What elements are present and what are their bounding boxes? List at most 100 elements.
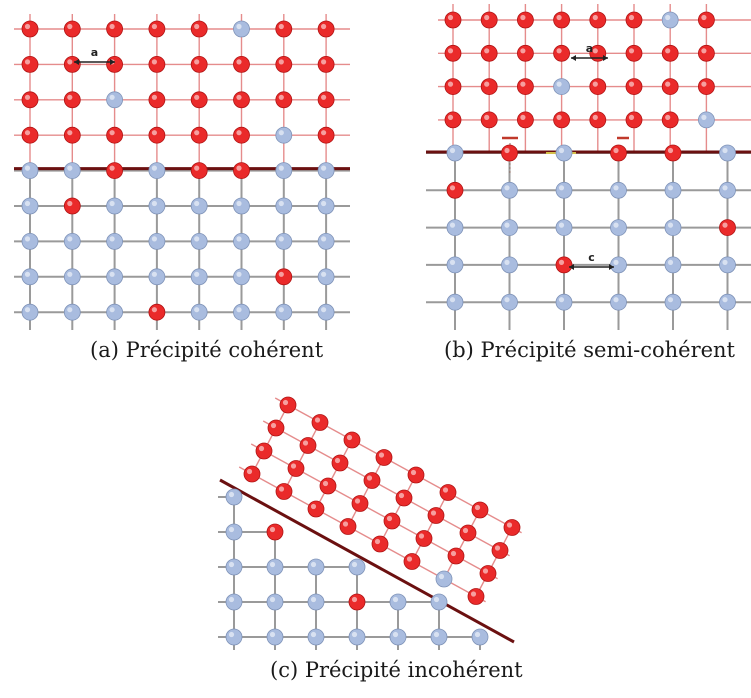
- matrix-atom: [501, 293, 518, 311]
- precipitate-atom: [553, 11, 571, 29]
- matrix-atom: [317, 268, 335, 286]
- matrix-atom: [233, 303, 250, 321]
- matrix-atom: [430, 593, 448, 611]
- precipitate-atom: [517, 11, 534, 29]
- precipitate-atom: [267, 419, 285, 437]
- matrix-atom: [233, 232, 250, 250]
- precipitate-atom: [625, 11, 643, 29]
- precipitate-atom: [719, 219, 736, 237]
- precipitate-atom: [331, 454, 349, 472]
- precipitate-atom: [555, 256, 573, 274]
- panel-incoherent: [218, 392, 560, 650]
- precipitate-atom: [625, 78, 643, 95]
- precipitate-atom: [351, 495, 369, 512]
- matrix-atom: [719, 181, 736, 199]
- precipitate-atom: [625, 111, 643, 129]
- matrix-atom: [21, 232, 39, 250]
- interface-line: [219, 478, 515, 644]
- precipitate-atom: [363, 472, 381, 489]
- matrix-atom: [555, 293, 573, 311]
- semi-coherent-lattice-diagram: ac: [426, 4, 751, 330]
- caption-incoherent: (c) Précipité incohérent: [270, 658, 523, 682]
- precipitate-atom: [697, 78, 715, 95]
- precipitate-atom: [501, 144, 518, 162]
- spacing-label: a: [91, 46, 98, 59]
- matrix-atom: [610, 293, 627, 311]
- precipitate-atom: [459, 524, 477, 542]
- precipitate-atom: [517, 111, 534, 129]
- precipitate-atom: [553, 44, 571, 62]
- spacing-label: c: [588, 251, 595, 264]
- matrix-atom: [555, 181, 573, 199]
- matrix-atom: [555, 144, 573, 162]
- matrix-atom: [148, 197, 166, 215]
- precipitate-atom: [21, 126, 39, 144]
- matrix-atom: [307, 628, 325, 646]
- matrix-atom: [307, 593, 325, 611]
- matrix-atom: [661, 11, 679, 29]
- matrix-atom: [389, 628, 407, 646]
- precipitate-atom: [106, 20, 123, 38]
- precipitate-atom: [255, 442, 273, 460]
- matrix-atom: [446, 256, 464, 274]
- precipitate-atom: [63, 56, 81, 73]
- arrowhead: [74, 59, 79, 65]
- matrix-atom: [63, 268, 81, 286]
- matrix-atom: [501, 181, 518, 199]
- precipitate-atom: [190, 162, 208, 180]
- precipitate-atom: [233, 126, 250, 144]
- matrix-atom: [225, 593, 243, 611]
- matrix-atom: [266, 558, 284, 576]
- matrix-atom: [21, 268, 39, 286]
- precipitate-atom: [480, 11, 498, 29]
- precipitate-atom: [446, 181, 464, 199]
- precipitate-atom: [275, 483, 293, 500]
- precipitate-atom: [233, 162, 250, 180]
- matrix-atom: [317, 303, 335, 321]
- matrix-atom: [307, 558, 325, 576]
- matrix-atom: [446, 219, 464, 237]
- matrix-atom: [446, 144, 464, 162]
- matrix-atom: [225, 558, 243, 576]
- matrix-atom: [553, 78, 571, 95]
- precipitate-atom: [444, 44, 462, 62]
- matrix-atom: [106, 303, 123, 321]
- precipitate-atom: [407, 466, 425, 484]
- matrix-atom: [317, 197, 335, 215]
- precipitate-atom: [444, 11, 462, 29]
- matrix-atom: [190, 197, 208, 215]
- arrowhead: [603, 55, 608, 61]
- precipitate-atom: [415, 530, 433, 547]
- precipitate-atom: [480, 111, 498, 129]
- precipitate-atom: [148, 91, 166, 109]
- matrix-atom: [275, 162, 293, 180]
- precipitate-atom: [190, 56, 208, 73]
- precipitate-atom: [266, 523, 284, 541]
- precipitate-atom: [63, 20, 81, 38]
- precipitate-atom: [317, 126, 335, 144]
- matrix-atom: [106, 232, 123, 250]
- precipitate-atom: [517, 78, 534, 95]
- matrix-atom: [190, 232, 208, 250]
- precipitate-atom: [697, 44, 715, 62]
- coherent-lattice-diagram: a: [14, 14, 350, 330]
- precipitate-atom: [375, 449, 393, 466]
- matrix-atom: [664, 219, 682, 237]
- precipitate-atom: [21, 91, 39, 109]
- matrix-atom: [555, 219, 573, 237]
- matrix-atom: [233, 268, 250, 286]
- matrix-atom: [430, 628, 448, 646]
- matrix-atom: [610, 256, 627, 274]
- matrix-atom: [21, 197, 39, 215]
- precipitate-atom: [427, 507, 445, 524]
- precipitate-atom: [275, 20, 293, 38]
- matrix-atom: [389, 593, 407, 611]
- precipitate-atom: [233, 56, 250, 73]
- precipitate-atom: [661, 111, 679, 129]
- matrix-atom: [266, 593, 284, 611]
- matrix-atom: [21, 162, 39, 180]
- precipitate-atom: [661, 44, 679, 62]
- precipitate-atom: [491, 542, 509, 559]
- matrix-atom: [446, 293, 464, 311]
- precipitate-atom: [279, 396, 297, 414]
